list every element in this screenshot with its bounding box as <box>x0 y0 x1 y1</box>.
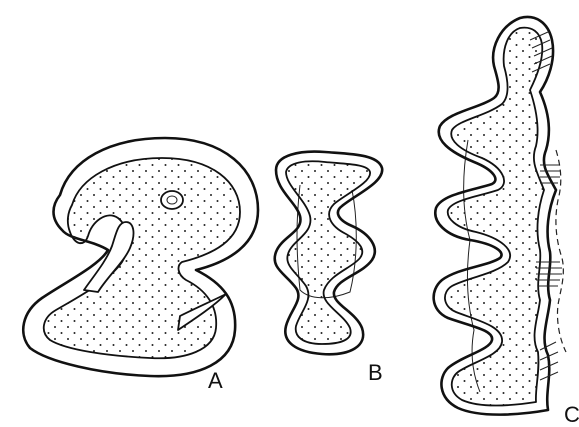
label-b: B <box>368 362 383 384</box>
label-a: A <box>208 370 223 392</box>
specimen-a <box>23 138 258 376</box>
specimen-b-cavity <box>286 161 370 344</box>
label-c: C <box>564 404 579 426</box>
specimen-a-pore-outer <box>161 191 183 209</box>
specimen-a-cavity <box>44 158 240 358</box>
specimen-c <box>434 17 566 415</box>
specimen-c-dashed-boundary <box>556 150 566 352</box>
specimen-b <box>275 152 383 355</box>
specimen-c-cavity <box>445 28 544 406</box>
